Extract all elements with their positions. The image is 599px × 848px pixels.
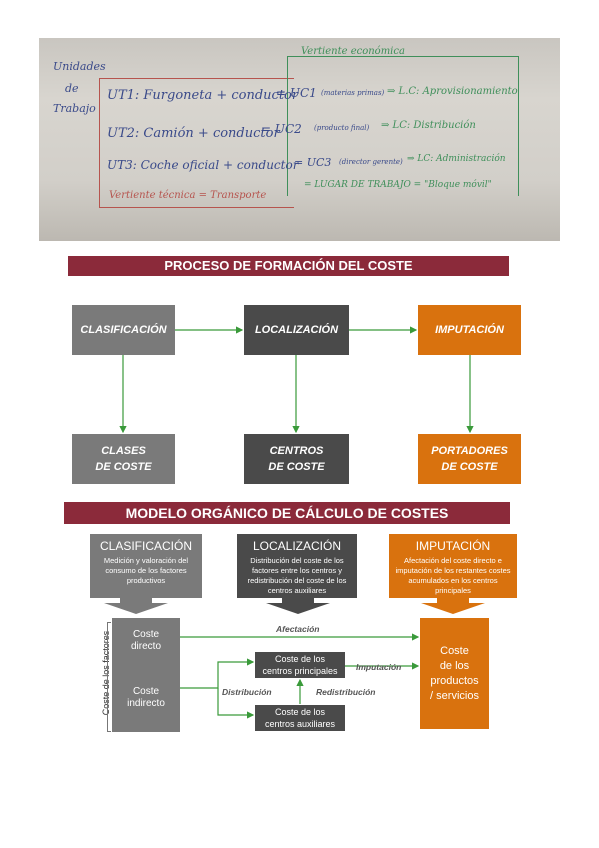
red-bracket: [99, 78, 294, 208]
handwritten-vertiente-tecnica: Vertiente técnica = Transporte: [109, 190, 267, 201]
coste-directo-box: Coste directo: [112, 618, 180, 663]
coste-productos-box: Coste de los productos / servicios: [420, 618, 489, 729]
side-bracket: [107, 622, 111, 732]
handwritten-ut1: UT1: Furgoneta + conductor: [107, 88, 299, 103]
header-clasificacion-title: CLASIFICACIÓN: [99, 539, 192, 553]
centros-de-coste-box: CENTROS DE COSTE: [244, 434, 349, 484]
label-afectacion: Afectación: [276, 624, 320, 634]
clases-de-coste-box: CLASES DE COSTE: [72, 434, 175, 484]
header-imputacion: IMPUTACIÓN Afectación del coste directo …: [389, 534, 517, 598]
coste-productos-line-2: de los: [439, 659, 470, 672]
modelo-title-banner: MODELO ORGÁNICO DE CÁLCULO DE COSTES: [64, 502, 510, 524]
handwritten-left-label-2: de: [65, 82, 79, 95]
portadores-de-coste-box: PORTADORES DE COSTE: [418, 434, 521, 484]
portadores-line-2: DE COSTE: [441, 461, 498, 473]
label-imputacion: Imputación: [356, 662, 402, 672]
handwritten-lugar-trabajo: = LUGAR DE TRABAJO = "Bloque móvil": [304, 180, 492, 190]
header-clasificacion: CLASIFICACIÓN Medición y valoración del …: [90, 534, 202, 598]
handwritten-lc2: ⇒ LC: Distribución: [381, 120, 476, 131]
handwritten-paren2: (producto final): [314, 124, 370, 132]
coste-indirecto-line-1: Coste: [132, 685, 160, 697]
clases-line-1: CLASES: [101, 445, 146, 457]
arrow-distribucion-up: [180, 658, 255, 689]
arrow-distribucion-down: [217, 688, 255, 719]
coste-directo-line-2: directo: [130, 640, 161, 652]
label-redistribucion: Redistribución: [316, 687, 376, 697]
coste-productos-line-4: / servicios: [430, 689, 479, 702]
coste-productos-line-1: Coste: [440, 644, 469, 657]
handwritten-ut3: UT3: Coche oficial + conductor: [107, 158, 299, 172]
centros-auxiliares-line-1: Coste de los: [274, 707, 326, 717]
handwritten-uc1: = UC1: [276, 86, 317, 100]
chevron-clasificacion: [104, 598, 168, 614]
handwritten-left-label-3: Trabajo: [53, 102, 96, 115]
coste-indirecto-line-2: indirecto: [127, 697, 165, 709]
handwritten-uc2: = UC2: [261, 122, 302, 136]
centros-principales-line-2: centros principales: [262, 666, 338, 676]
chevron-localizacion: [266, 598, 330, 614]
handwritten-uc3: = UC3: [294, 156, 332, 169]
header-localizacion-desc: Distribución del coste de los factores e…: [247, 556, 347, 595]
chevron-imputacion: [421, 598, 485, 614]
handwritten-lc1: ⇒ L.C: Aprovisionamiento: [387, 86, 518, 97]
label-distribucion: Distribución: [222, 687, 272, 697]
handwritten-paren1: (materias primas): [321, 89, 385, 97]
handwritten-vertiente-economica: Vertiente económica: [301, 46, 405, 57]
centros-principales-line-1: Coste de los: [274, 654, 326, 664]
header-clasificacion-desc: Medición y valoración del consumo de los…: [103, 556, 189, 585]
centros-line-1: CENTROS: [269, 445, 324, 457]
handwritten-left-label-1: Unidades: [53, 60, 106, 73]
proceso-title-banner: PROCESO DE FORMACIÓN DEL COSTE: [68, 256, 509, 276]
header-localizacion-title: LOCALIZACIÓN: [252, 539, 342, 553]
centros-auxiliares-box: Coste de los centros auxiliares: [255, 705, 345, 731]
centros-principales-box: Coste de los centros principales: [255, 652, 345, 678]
header-imputacion-title: IMPUTACIÓN: [415, 539, 491, 553]
header-localizacion: LOCALIZACIÓN Distribución del coste de l…: [237, 534, 357, 598]
localizacion-box: LOCALIZACIÓN: [244, 305, 349, 355]
coste-productos-line-3: productos: [430, 674, 479, 687]
green-bracket: [287, 56, 519, 196]
centros-line-2: DE COSTE: [268, 461, 325, 473]
handwritten-ut2: UT2: Camión + conductor: [107, 126, 280, 141]
whiteboard-photo: Unidades de Trabajo Vertiente económica …: [39, 38, 560, 241]
clases-line-2: DE COSTE: [95, 461, 152, 473]
clasificacion-box: CLASIFICACIÓN: [72, 305, 175, 355]
portadores-line-1: PORTADORES: [431, 445, 508, 457]
imputacion-box: IMPUTACIÓN: [418, 305, 521, 355]
coste-indirecto-box: Coste indirecto: [112, 663, 180, 732]
centros-auxiliares-line-2: centros auxiliares: [264, 719, 336, 729]
handwritten-paren3: (director gerente): [339, 158, 403, 166]
coste-directo-line-1: Coste: [132, 628, 160, 640]
header-imputacion-desc: Afectación del coste directo e imputació…: [395, 556, 511, 595]
handwritten-lc3: ⇒ LC: Administración: [407, 154, 506, 164]
